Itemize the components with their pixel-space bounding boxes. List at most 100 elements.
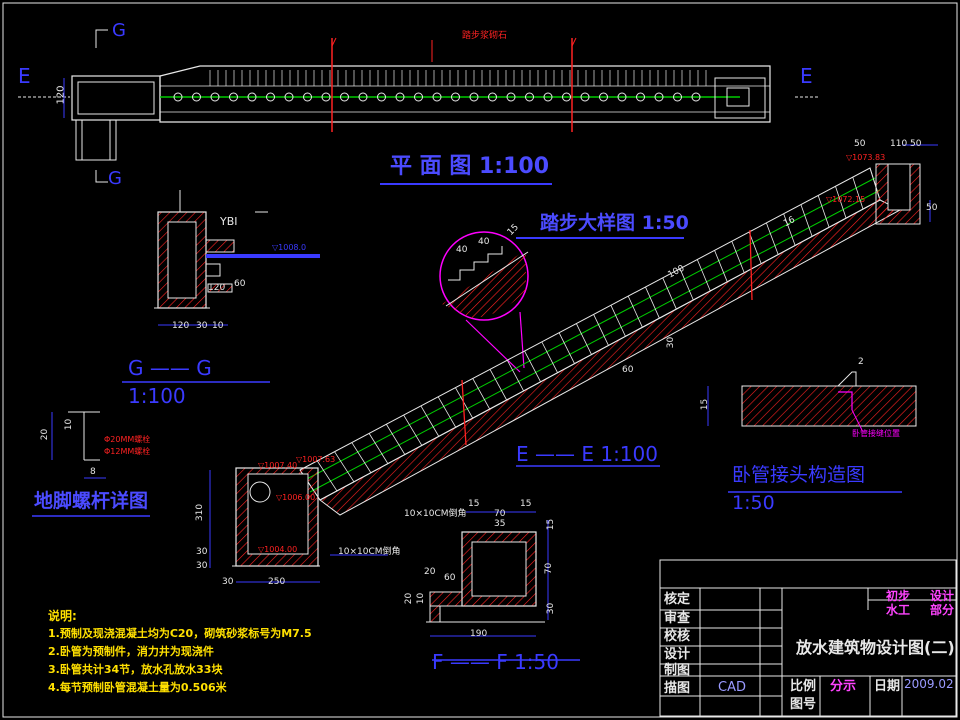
gg-dim-60: 60 bbox=[234, 279, 246, 289]
gg-dim-30: 30 bbox=[196, 321, 208, 331]
plan-intake-hole bbox=[562, 92, 571, 102]
plan-title: 平 面 图 1:100 bbox=[390, 154, 550, 179]
bolt-title: 地脚螺杆详图 bbox=[34, 490, 149, 512]
plan-intake-hole bbox=[229, 92, 238, 102]
ff-dim-15a: 15 bbox=[468, 499, 480, 509]
joint-dim-2: 2 bbox=[858, 357, 864, 367]
gg-dim-10: 10 bbox=[212, 321, 224, 331]
gg-ybi-label: YBI bbox=[220, 215, 238, 228]
plan-intake-hole bbox=[506, 92, 516, 102]
ee-pipe-joint bbox=[316, 460, 338, 492]
bolt-note-a: Φ20MM螺栓 bbox=[104, 435, 151, 444]
plan-top-note: 踏步浆砌石 bbox=[462, 31, 508, 41]
step-dim-2: 40 bbox=[478, 237, 490, 247]
ee-pipe-joint bbox=[455, 387, 474, 419]
tb-drawing-no: 图号 bbox=[790, 697, 817, 712]
ee-pipe-segments bbox=[299, 167, 881, 501]
gg-scale: 1:100 bbox=[128, 384, 186, 408]
tb-date-label: 日期 bbox=[874, 679, 901, 694]
ee-elev-box-c: ▽1006.00 bbox=[276, 493, 316, 502]
joint-scale: 1:50 bbox=[732, 492, 775, 514]
ff-dim-70v: 70 bbox=[544, 562, 555, 575]
plan-intake-hole bbox=[599, 92, 608, 102]
gg-elevation: ▽1008.0 bbox=[272, 243, 307, 252]
plan-intake-hole bbox=[173, 92, 183, 102]
plan-section-mark-right: E bbox=[800, 64, 813, 88]
plan-intake-hole bbox=[469, 92, 479, 102]
ee-pipe-joint bbox=[610, 305, 626, 337]
ee-elev-mid: ▽1072.15 bbox=[826, 195, 866, 204]
ee-pipe-joint bbox=[558, 332, 575, 364]
plan-intake-hole bbox=[673, 92, 682, 102]
plan-intake-holes bbox=[173, 92, 701, 102]
gg-dim-120b: 120 bbox=[172, 321, 190, 331]
ee-pipe-joint bbox=[420, 405, 440, 437]
plan-g-mark-top: G bbox=[112, 20, 126, 41]
ee-dim-50b: 50 bbox=[910, 139, 922, 149]
bolt-dim-8: 8 bbox=[90, 467, 96, 477]
plan-intake-hole bbox=[395, 92, 405, 102]
ee-pipe-joint bbox=[593, 314, 609, 346]
ee-pipe-joint bbox=[541, 341, 558, 373]
ee-pipe-joint bbox=[386, 424, 406, 455]
ff-dim-60: 60 bbox=[444, 573, 456, 583]
ee-pipe-joint bbox=[714, 250, 728, 282]
tb-row-label: 制图 bbox=[664, 663, 691, 678]
section-ee bbox=[209, 144, 938, 583]
joint-title: 卧管接头构造图 bbox=[732, 464, 866, 486]
bolt-dim-20: 20 bbox=[40, 428, 51, 441]
ff-dim-70: 70 bbox=[494, 509, 506, 519]
ee-dim-50a: 50 bbox=[854, 139, 866, 149]
ff-dim-15v: 15 bbox=[546, 518, 557, 531]
note-item: 4.每节预制卧管混凝土量为0.506米 bbox=[48, 681, 227, 694]
ff-dim-30v: 30 bbox=[546, 602, 557, 615]
plan-intake-hole bbox=[377, 92, 386, 102]
ee-pipe-joint bbox=[403, 414, 423, 446]
plan-intake-hole bbox=[488, 92, 497, 102]
tb-scale-value: 分示 bbox=[830, 679, 857, 694]
ff-fillet-note: 10×10CM倒角 bbox=[404, 509, 467, 519]
ee-pipe-joint bbox=[334, 451, 355, 483]
step-detail-title: 踏步大样图 1:50 bbox=[540, 212, 689, 234]
plan-intake-hole bbox=[636, 92, 645, 102]
ee-pipe-joint bbox=[696, 259, 711, 292]
plan-view bbox=[18, 29, 820, 185]
ee-pipe-joint bbox=[576, 323, 592, 355]
step-detail bbox=[439, 231, 684, 373]
tb-dept-b: 部分 bbox=[930, 603, 955, 617]
plan-intake-hole bbox=[414, 92, 423, 102]
section-gg bbox=[122, 190, 320, 383]
plan-intake-hole bbox=[580, 92, 590, 102]
plan-intake-hole bbox=[210, 92, 220, 102]
plan-step-ticks bbox=[209, 70, 707, 86]
tb-cad: CAD bbox=[718, 680, 746, 695]
ee-pipe-joint bbox=[351, 442, 372, 473]
plan-intake-hole bbox=[266, 92, 275, 102]
plan-g-mark-bottom: G bbox=[108, 168, 122, 189]
ee-pipe-joint bbox=[524, 350, 541, 383]
ee-dim-310: 310 bbox=[195, 503, 206, 522]
tb-row-label: 描图 bbox=[664, 681, 691, 696]
tb-scale-label: 比例 bbox=[790, 679, 817, 694]
ff-dim-20: 20 bbox=[424, 567, 436, 577]
tb-dept-a: 水工 bbox=[886, 603, 911, 617]
ee-dim-250: 250 bbox=[268, 577, 286, 587]
plan-intake-hole bbox=[617, 92, 627, 102]
title-block bbox=[659, 559, 957, 717]
ee-pipe-joint bbox=[765, 222, 779, 255]
plan-intake-hole bbox=[284, 92, 294, 102]
bolt-note-b: Φ12MM螺栓 bbox=[104, 447, 151, 456]
ee-pipe-joint bbox=[662, 277, 677, 310]
ff-dim-20b: 20 bbox=[404, 592, 415, 605]
ee-pipe-joint bbox=[835, 186, 847, 219]
plan-intake-hole bbox=[358, 92, 368, 102]
ee-pipe-joint bbox=[489, 369, 508, 401]
ee-pipe-joint bbox=[645, 286, 660, 319]
ee-pipe-joint bbox=[368, 433, 389, 464]
tb-row-label: 审查 bbox=[664, 611, 691, 626]
plan-intake-hole bbox=[303, 92, 312, 102]
note-item: 2.卧管为预制件，消力井为现浇件 bbox=[48, 645, 214, 658]
note-item: 3.卧管共计34节，放水孔放水33块 bbox=[48, 663, 223, 676]
